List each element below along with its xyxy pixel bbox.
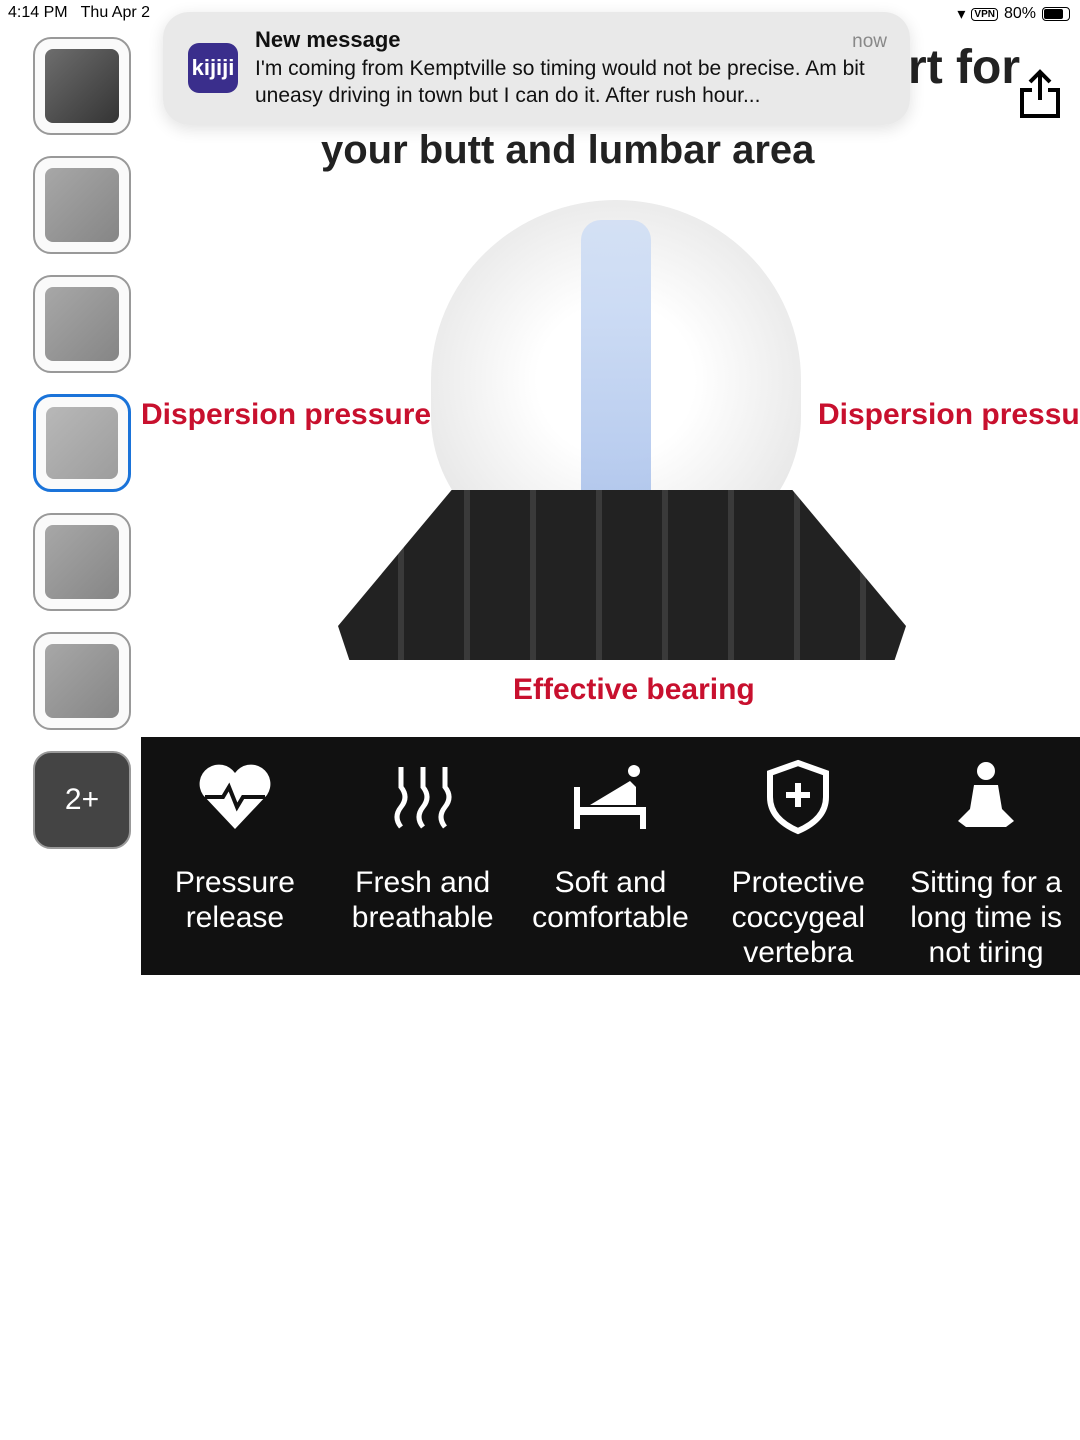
sitting-person-icon [958, 762, 1015, 827]
feature-pressure-release: Pressure release [141, 737, 329, 975]
thumbnail-3[interactable] [33, 275, 131, 373]
feature-label: Fresh and breathable [351, 866, 494, 934]
bottom-label: Effective bearing [513, 673, 755, 706]
more-count: 2+ [64, 783, 100, 816]
feature-label: Soft and comfortable [532, 866, 689, 934]
thumbnail-gallery: 2+ [33, 37, 131, 870]
thumbnail-6[interactable] [33, 632, 131, 730]
share-icon[interactable] [1018, 68, 1062, 120]
spine-illustration [581, 220, 651, 530]
thumbnail-1[interactable] [33, 37, 131, 135]
airflow-icon [394, 767, 452, 829]
feature-comfortable: Soft and comfortable [517, 737, 705, 975]
cushion-illustration [338, 490, 906, 660]
notification-title: New message [255, 27, 401, 52]
feature-breathable: Fresh and breathable [329, 737, 517, 975]
thumbnail-4-selected[interactable] [33, 394, 131, 492]
notification-banner[interactable]: kijiji New message now I'm coming from K… [163, 12, 910, 125]
battery-icon [1042, 7, 1070, 21]
feature-label: Protective coccygeal vertebra [731, 866, 865, 969]
more-images-button[interactable]: 2+ [33, 751, 131, 849]
wifi-icon: ▾ [957, 6, 966, 23]
image-title-line2: your butt and lumbar area [321, 128, 815, 172]
date: Thu Apr 2 [80, 4, 151, 21]
vpn-badge: VPN [971, 7, 998, 21]
left-label: Dispersion pressure [141, 398, 432, 431]
feature-coccygeal: Protective coccygeal vertebra [704, 737, 892, 975]
thumbnail-5[interactable] [33, 513, 131, 611]
battery-percent: 80% [1003, 5, 1036, 22]
features-band: Pressure release Fresh and breathable So… [141, 737, 1080, 975]
notification-time: now [852, 31, 887, 52]
thumbnail-2[interactable] [33, 156, 131, 254]
heart-pulse-icon [199, 764, 271, 829]
time: 4:14 PM [8, 4, 68, 21]
notification-body: I'm coming from Kemptville so timing wou… [255, 57, 865, 107]
bed-icon [574, 765, 647, 829]
product-image[interactable]: rt for your butt and lumbar area Dispers… [141, 30, 1080, 975]
status-time: 4:14 PM Thu Apr 2 [8, 4, 151, 22]
shield-plus-icon [767, 759, 830, 835]
right-label: Dispersion pressure [818, 398, 1080, 431]
image-title-line1: rt for [908, 41, 1020, 94]
kijiji-app-icon: kijiji [188, 43, 238, 93]
status-right: ▾ VPN 80% [957, 4, 1070, 24]
feature-not-tiring: Sitting for a long time is not tiring [892, 737, 1080, 975]
feature-label: Sitting for a long time is not tiring [910, 866, 1062, 969]
status-bar: 4:14 PM Thu Apr 2 ▾ VPN 80% [0, 0, 1080, 28]
feature-label: Pressure release [174, 866, 295, 934]
